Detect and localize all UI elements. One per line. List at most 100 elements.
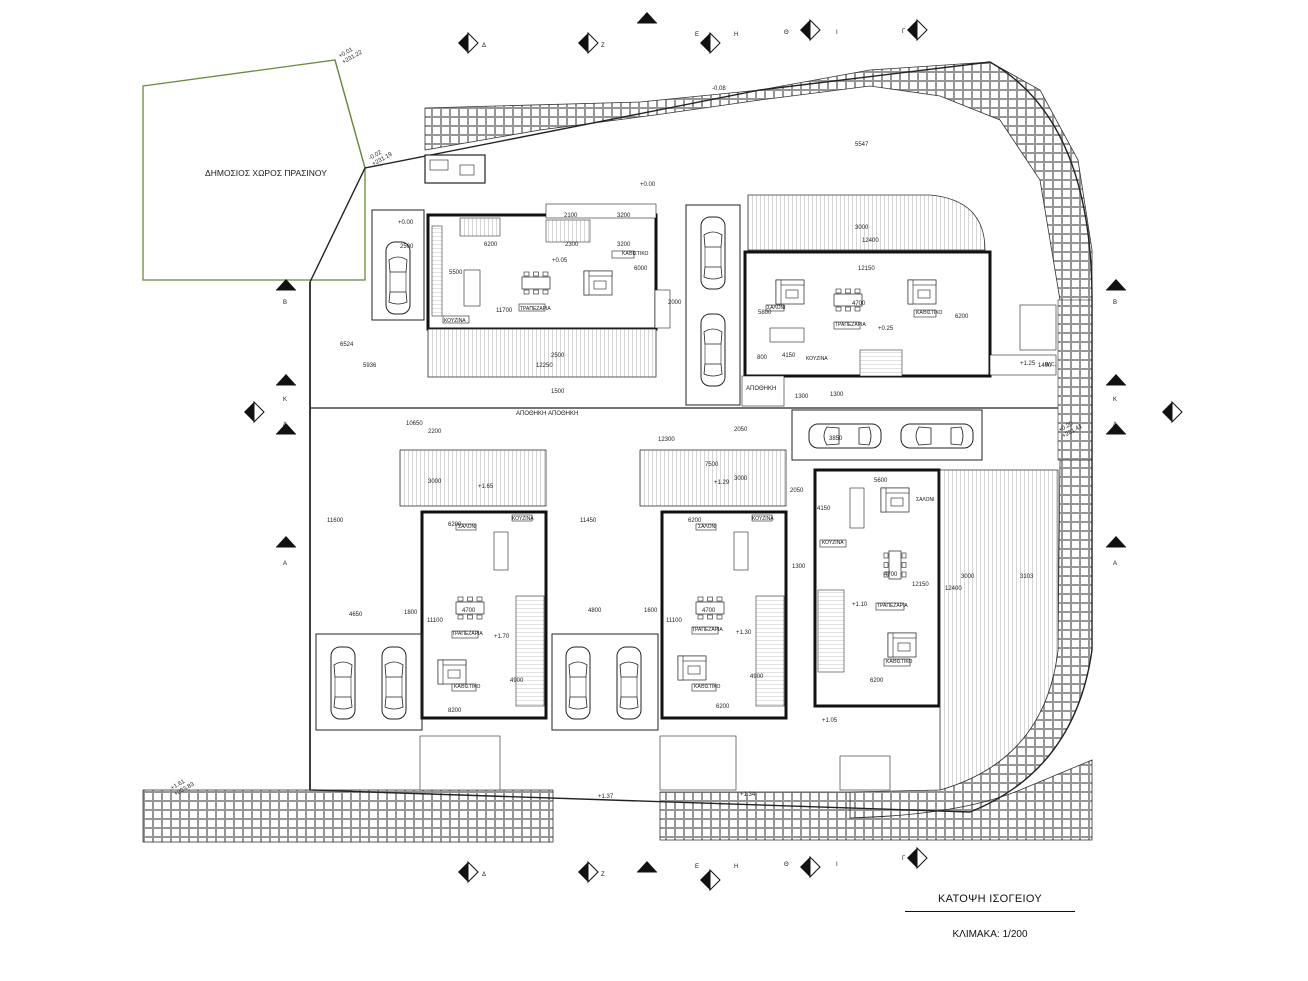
section-bottom-e: Ε	[695, 864, 699, 870]
public-green-area: ΔΗΜΟΣΙΟΣ ΧΩΡΟΣ ΠΡΑΣΙΝΟΥ	[142, 59, 366, 281]
dim-2050b: 2050	[790, 488, 804, 494]
dim-12250: 12250	[536, 363, 553, 369]
level-18: +0.00	[398, 220, 414, 226]
section-markers-left: Β Κ Λ Α	[243, 278, 297, 567]
dim-4150b: 4150	[817, 506, 831, 512]
dim-4900a: 4900	[510, 678, 524, 684]
section-left-b: Β	[283, 300, 287, 306]
dim-3000a: 3000	[855, 225, 869, 231]
dim-3103: 3103	[1020, 574, 1034, 580]
dim-12150a: 12150	[858, 266, 875, 272]
room-lounge-1: ΚΑΘΙΣΤΙΚΟ	[622, 251, 649, 257]
section-bottom-th: Θ	[784, 862, 789, 868]
dim-1300b: 1300	[792, 564, 806, 570]
dim-12300: 12300	[658, 437, 675, 443]
room-storage-2: ΑΠΟΘΗΚΗ	[746, 386, 776, 392]
dim-2500: 2500	[551, 353, 565, 359]
room-living-5: ΣΑΛΟΝΙ	[916, 497, 935, 503]
dim-11450: 11450	[580, 518, 597, 524]
dim-3000d: 3000	[961, 574, 975, 580]
dim-11600: 11600	[327, 518, 344, 524]
dim-4700d: 4700	[884, 572, 898, 578]
dim-2200: 2200	[428, 429, 442, 435]
section-right-a: Α	[1113, 561, 1117, 567]
section-top-z: Ζ	[601, 43, 605, 49]
dim-3200a: 3200	[617, 213, 631, 219]
dim-11100a: 11100	[427, 618, 443, 624]
dim-11100b: 11100	[666, 618, 682, 624]
section-bottom-d: Δ	[482, 872, 486, 878]
room-dining-1: ΤΡΑΠΕΖΑΡΙΑ	[520, 306, 551, 312]
section-right-b: Β	[1113, 300, 1117, 306]
dim-6000: 6000	[634, 266, 648, 272]
section-top-d: Δ	[482, 43, 486, 49]
dim-8200a: 8200	[448, 708, 462, 714]
section-left-k: Κ	[283, 397, 287, 403]
level-8: +1.65	[478, 484, 494, 490]
level-13: +1.05	[822, 718, 838, 724]
room-kitchen-2: ΚΟΥΖΙΝΑ	[806, 356, 828, 362]
room-wc-2: W.C.	[1045, 362, 1056, 368]
dim-4650: 4650	[349, 612, 363, 618]
room-lounge-3: ΚΑΘΙΣΤΙΚΟ	[454, 684, 481, 690]
dim-4800: 4800	[588, 608, 602, 614]
section-top-h: Η	[734, 32, 738, 38]
dim-4150a: 4150	[782, 353, 796, 359]
dim-1300a: 1300	[830, 392, 844, 398]
dim-5936: 5936	[363, 363, 377, 369]
dim-10650: 10650	[406, 421, 423, 427]
section-right-l: Λ	[1113, 422, 1117, 428]
level-5: -0.08	[712, 86, 726, 92]
room-kitchen-3: ΚΟΥΖΙΝΑ	[512, 516, 534, 522]
dim-3000b: 3000	[428, 479, 442, 485]
level-6: +0.25	[878, 326, 894, 332]
public-green-label: ΔΗΜΟΣΙΟΣ ΧΩΡΟΣ ΠΡΑΣΙΝΟΥ	[205, 168, 327, 178]
dim-11700: 11700	[496, 308, 513, 314]
drawing-scale: ΚΛΙΜΑΚΑ: 1/200	[952, 929, 1028, 940]
section-top-i: Ι	[836, 30, 838, 36]
dimensions: 5547 3000 12400 12150 4700 6200 5800 415…	[327, 142, 1052, 714]
dim-1300c: 1300	[795, 394, 809, 400]
level-4: +0.00	[640, 182, 656, 188]
title-block: ΚΑΤΟΨΗ ΙΣΟΓΕΙΟΥ ΚΛΙΜΑΚΑ: 1/200	[905, 893, 1075, 940]
room-storage-4: ΑΠΟΘΗΚΗ	[548, 411, 578, 417]
dim-3850a: 3850	[829, 436, 843, 442]
dim-6200d: 6200	[688, 518, 702, 524]
dim-5547: 5547	[855, 142, 869, 148]
section-markers-right: Β Κ Λ Α	[1105, 278, 1183, 567]
dim-6200e: 6200	[716, 704, 730, 710]
section-top-th: Θ	[784, 30, 789, 36]
dim-1600: 1600	[644, 608, 658, 614]
level-9: +1.29	[714, 480, 730, 486]
room-living-3: ΣΑΛΟΝΙ	[458, 524, 477, 530]
dim-12400b: 12400	[945, 586, 962, 592]
section-bottom-g: Γ	[902, 856, 906, 862]
site-boundary	[309, 61, 1093, 813]
level-10: +1.70	[494, 634, 510, 640]
level-14: +1.37	[598, 794, 614, 800]
house-2	[685, 194, 1057, 407]
section-bottom-i: Ι	[836, 862, 838, 868]
dim-2050a: 2050	[734, 427, 748, 433]
room-storage-3: ΑΠΟΘΗΚΗ	[516, 411, 546, 417]
dim-6524: 6524	[340, 342, 354, 348]
section-left-a: Α	[283, 561, 287, 567]
dim-7500: 7500	[705, 462, 719, 468]
house-3	[315, 449, 548, 791]
room-labels: ΚΑΘΙΣΤΙΚΟ ΤΡΑΠΕΖΑΡΙΑ ΚΟΥΖΙΝΑ ΣΑΛΟΝΙ ΤΡΑΠ…	[444, 251, 1056, 690]
dim-5500: 5500	[449, 270, 463, 276]
room-kitchen-4: ΚΟΥΖΙΝΑ	[752, 516, 774, 522]
dim-5600: 5600	[874, 478, 888, 484]
section-top-e: Ε	[695, 32, 699, 38]
room-lounge-2: ΚΑΘΙΣΤΙΚΟ	[916, 310, 943, 316]
room-dining-3: ΤΡΑΠΕΖΑΡΙΑ	[452, 631, 483, 637]
room-lounge-4: ΚΑΘΙΣΤΙΚΟ	[694, 684, 721, 690]
section-bottom-h: Η	[734, 864, 738, 870]
dim-2300: 2300	[565, 242, 579, 248]
room-kitchen-5: ΚΟΥΖΙΝΑ	[822, 540, 844, 546]
house-1	[371, 154, 671, 378]
house-4	[551, 449, 788, 791]
dim-4700a: 4700	[852, 301, 866, 307]
section-bottom-z: Ζ	[601, 872, 605, 878]
dim-6200a: 6200	[955, 314, 969, 320]
